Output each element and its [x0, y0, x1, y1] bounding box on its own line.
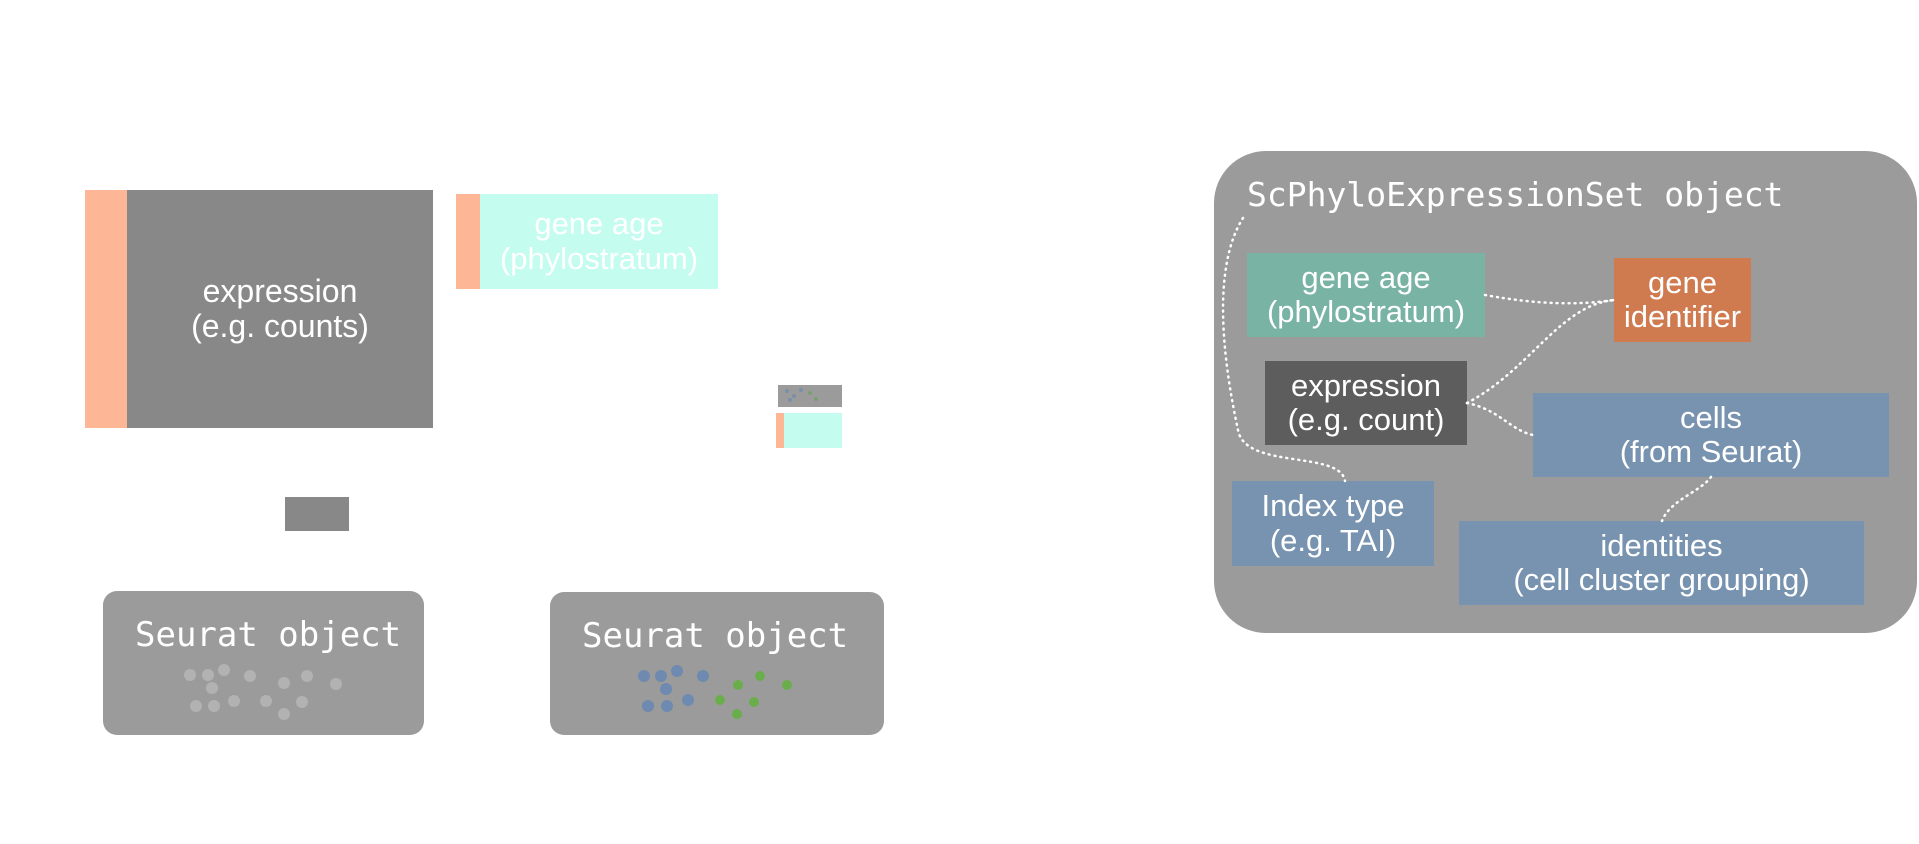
mini-seurat-block: [778, 385, 842, 407]
gene-age-table-label: gene age (phylostratum): [499, 206, 699, 276]
obj-index-type-box: Index type (e.g. TAI): [1232, 481, 1434, 566]
obj-identities-label: identities (cell cluster grouping): [1513, 527, 1810, 597]
gene-age-id-strip: [456, 194, 480, 289]
obj-expression-label: expression (e.g. count): [1287, 367, 1445, 437]
seurat-object-gray-title: Seurat object: [135, 615, 402, 655]
expression-matrix: expression (e.g. counts): [127, 190, 433, 428]
seurat-object-colored-title: Seurat object: [582, 616, 849, 656]
obj-identities-box: identities (cell cluster grouping): [1459, 521, 1864, 605]
obj-cells-label: cells (from Seurat): [1619, 399, 1803, 469]
mini-gene-age-table: [784, 413, 842, 448]
scphylo-object-title: ScPhyloExpressionSet object: [1247, 175, 1784, 214]
expression-matrix-label: expression (e.g. counts): [191, 272, 369, 344]
gene-age-strip: [85, 190, 127, 428]
obj-gene-age-box: gene age (phylostratum): [1247, 253, 1485, 337]
obj-gene-age-label: gene age (phylostratum): [1266, 259, 1466, 329]
obj-gene-identifier-box: gene identifier: [1614, 258, 1751, 342]
gene-age-table: gene age (phylostratum): [480, 194, 718, 289]
obj-cells-box: cells (from Seurat): [1533, 393, 1889, 477]
small-matrix-block: [285, 497, 349, 531]
obj-gene-identifier-label: gene identifier: [1623, 264, 1742, 334]
seurat-object-colored: Seurat object: [550, 592, 884, 735]
seurat-object-gray: Seurat object: [103, 591, 424, 735]
mini-gene-age-strip: [776, 413, 784, 448]
obj-expression-box: expression (e.g. count): [1265, 361, 1467, 445]
obj-index-type-label: Index type (e.g. TAI): [1261, 488, 1405, 558]
